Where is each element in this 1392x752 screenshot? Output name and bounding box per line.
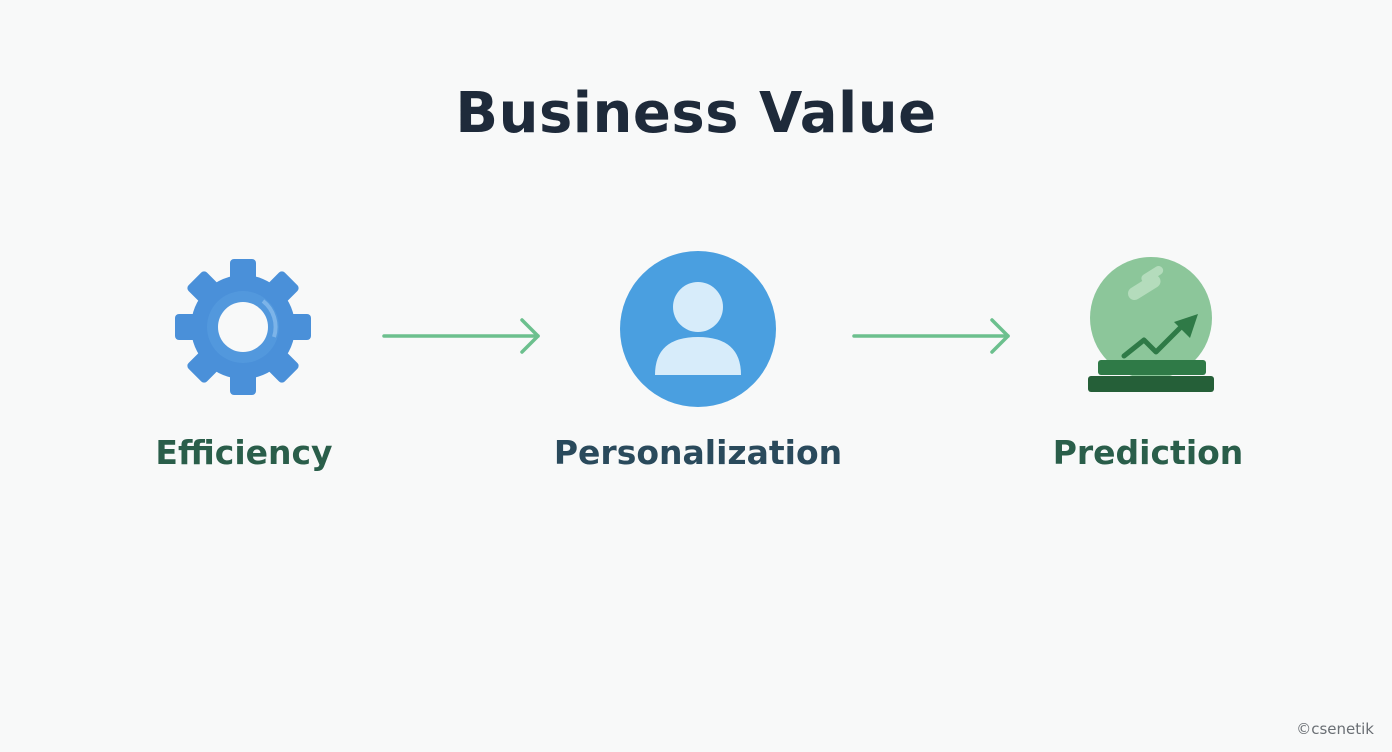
step-label-efficiency: Efficiency: [155, 433, 333, 472]
watermark: ©csenetik: [1296, 720, 1374, 738]
diagram-title: Business Value: [455, 81, 937, 146]
arrow-right-icon: [850, 316, 1014, 356]
step-label-prediction: Prediction: [1052, 433, 1244, 472]
gear-icon: [172, 258, 314, 396]
arrow-right-icon: [380, 316, 544, 356]
step-label-personalization: Personalization: [553, 433, 843, 472]
crystal-ball-icon: [1086, 256, 1216, 396]
user-icon: [618, 249, 778, 409]
